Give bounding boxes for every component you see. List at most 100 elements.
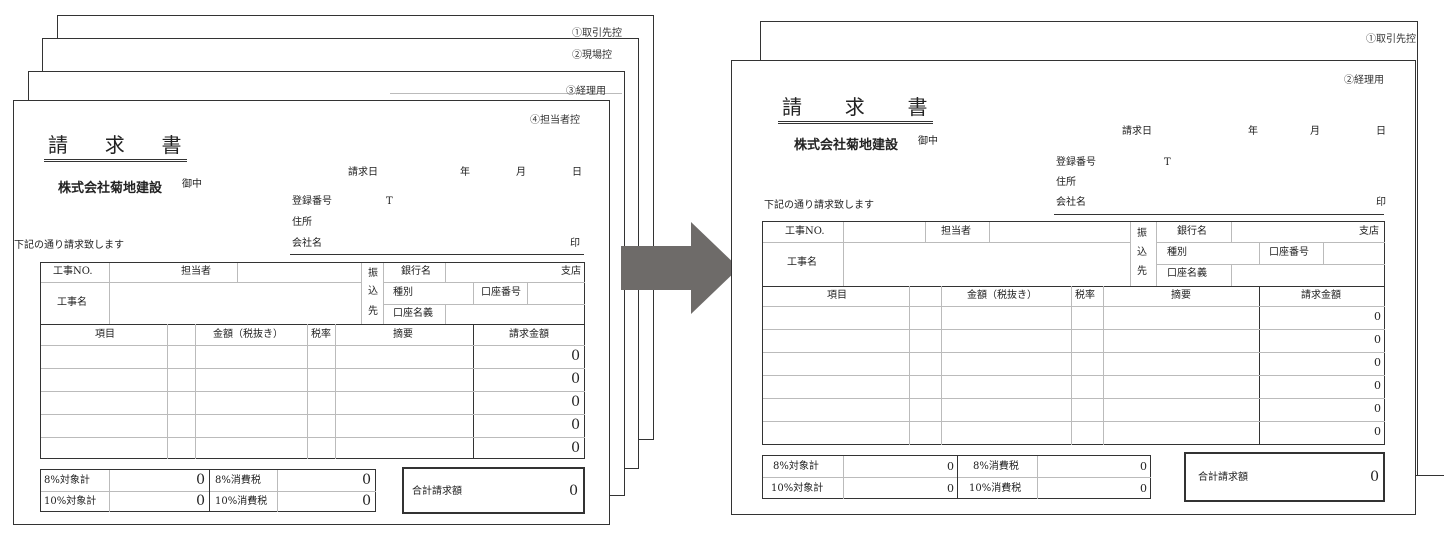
account-no-label-right: 口座番号: [1269, 247, 1309, 258]
col-invoice-amount-label: 請求金額: [509, 329, 549, 340]
addressee: 株式会社菊地建設: [58, 181, 163, 196]
total-label-right: 合計請求額: [1198, 472, 1248, 483]
row-value-right-6: 0: [1374, 425, 1381, 438]
registration-prefix: T: [386, 196, 393, 207]
row-value-right-1: 0: [1374, 310, 1381, 323]
subtotal-10-label: 10%対象計: [44, 496, 97, 507]
tax-10-label-right: 10%消費税: [969, 483, 1022, 494]
account-holder-label: 口座名義: [393, 308, 433, 319]
total-value-right: 0: [1370, 469, 1379, 485]
construction-name-label-right: 工事名: [787, 257, 817, 268]
row-value-right-5: 0: [1374, 402, 1381, 415]
seal-label-right: 印: [1376, 197, 1386, 208]
invoice-table: 工事NO. 担当者 工事名 振 込 先 銀行名 支店 種別 口座番号 口座名義 …: [40, 262, 585, 459]
branch-label-right: 支店: [1359, 226, 1379, 237]
subtotal-10-value: 0: [196, 493, 205, 509]
row-value-right-2: 0: [1374, 333, 1381, 346]
transfer-char-1: 振: [368, 268, 378, 279]
col-item-label-right: 項目: [827, 290, 847, 301]
invoice-title-right: 請 求 書: [778, 91, 934, 124]
subtotal-8-label-right: 8%対象計: [773, 461, 819, 472]
tax-10-value: 0: [362, 493, 371, 509]
seal-label: 印: [570, 238, 580, 249]
addressee-right: 株式会社菊地建設: [794, 138, 899, 153]
row-value-right-4: 0: [1374, 379, 1381, 392]
col-tax-rate-label-right: 税率: [1075, 290, 1095, 301]
right-copy-label-1: ①取引先控: [1366, 34, 1416, 45]
col-amount-label-right: 金額（税抜き）: [967, 290, 1037, 301]
tax-8-label: 8%消費税: [215, 475, 261, 486]
row-value-4: 0: [571, 417, 580, 433]
arrow-right-icon: [621, 222, 739, 314]
address-label-right: 住所: [1056, 177, 1076, 188]
subtotal-8-label: 8%対象計: [44, 475, 90, 486]
col-summary-label-right: 摘要: [1171, 290, 1191, 301]
subtotal-10-label-right: 10%対象計: [771, 483, 824, 494]
row-value-1: 0: [571, 348, 580, 364]
subtotal-8-value: 0: [196, 472, 205, 488]
invoice-date-label: 請求日: [348, 167, 378, 178]
total-value: 0: [569, 483, 578, 499]
row-value-2: 0: [571, 371, 580, 387]
person-in-charge-label: 担当者: [181, 266, 211, 277]
request-text: 下記の通り請求致します: [14, 240, 124, 251]
copy-label-1: ①取引先控: [572, 28, 622, 39]
tax-8-value: 0: [362, 472, 371, 488]
row-value-right-3: 0: [1374, 356, 1381, 369]
invoice-table-right: 工事NO. 担当者 工事名 振 込 先 銀行名 支店 種別 口座番号 口座名義 …: [762, 221, 1385, 445]
request-text-right: 下記の通り請求致します: [764, 200, 874, 211]
month-label: 月: [516, 167, 526, 178]
row-value-3: 0: [571, 394, 580, 410]
construction-no-label-right: 工事NO.: [785, 226, 825, 237]
subtotal-10-value-right: 0: [947, 482, 954, 495]
bank-name-label-right: 銀行名: [1177, 226, 1207, 237]
construction-name-label: 工事名: [57, 297, 87, 308]
right-copy-label-2: ②経理用: [1344, 75, 1384, 86]
construction-no-label: 工事NO.: [53, 266, 93, 277]
invoice-title: 請 求 書: [44, 129, 188, 162]
account-holder-label-right: 口座名義: [1167, 268, 1207, 279]
registration-prefix-right: T: [1164, 157, 1171, 168]
day-label: 日: [572, 167, 582, 178]
row-value-5: 0: [571, 440, 580, 456]
invoice-sheet-front: ④担当者控 請 求 書 株式会社菊地建設 御中 請求日 年 月 日 登録番号 T…: [13, 100, 610, 525]
col-summary-label: 摘要: [393, 329, 413, 340]
company-name-label-right: 会社名: [1056, 197, 1086, 208]
registration-no-label-right: 登録番号: [1056, 157, 1096, 168]
transfer-char-3-right: 先: [1137, 266, 1147, 277]
day-label-right: 日: [1376, 126, 1386, 137]
bank-name-label: 銀行名: [401, 266, 431, 277]
transfer-char-2-right: 込: [1137, 247, 1147, 258]
invoice-date-label-right: 請求日: [1122, 126, 1152, 137]
account-type-label-right: 種別: [1167, 247, 1187, 258]
subtotal-table-right: 8%対象計 10%対象計 0 0 8%消費税 10%消費税 0 0: [762, 455, 1151, 499]
tax-10-label: 10%消費税: [215, 496, 268, 507]
transfer-char-3: 先: [368, 306, 378, 317]
branch-label: 支店: [561, 266, 581, 277]
total-label: 合計請求額: [412, 486, 462, 497]
address-label: 住所: [292, 217, 312, 228]
copy-label-2: ②現場控: [572, 50, 612, 61]
person-in-charge-label-right: 担当者: [941, 226, 971, 237]
account-no-label: 口座番号: [481, 287, 521, 298]
company-name-label: 会社名: [292, 238, 322, 249]
total-box-right: 合計請求額 0: [1184, 452, 1385, 502]
tax-8-value-right: 0: [1140, 460, 1147, 473]
copy-label-4: ④担当者控: [530, 115, 580, 126]
tax-8-label-right: 8%消費税: [973, 461, 1019, 472]
honorific-right: 御中: [918, 136, 938, 147]
invoice-sheet-right: ②経理用 請 求 書 株式会社菊地建設 御中 請求日 年 月 日 登録番号 T …: [731, 60, 1416, 515]
total-box: 合計請求額 0: [402, 467, 585, 514]
year-label-right: 年: [1248, 126, 1258, 137]
month-label-right: 月: [1310, 126, 1320, 137]
registration-no-label: 登録番号: [292, 196, 332, 207]
subtotal-8-value-right: 0: [947, 460, 954, 473]
col-amount-label: 金額（税抜き）: [213, 329, 283, 340]
honorific: 御中: [182, 179, 202, 190]
subtotal-table: 8%対象計 10%対象計 0 0 8%消費税 10%消費税 0 0: [40, 469, 376, 512]
account-type-label: 種別: [393, 287, 413, 298]
copy-label-3: ③経理用: [566, 86, 606, 97]
col-tax-rate-label: 税率: [311, 329, 331, 340]
arrow-shape: [621, 222, 739, 314]
col-invoice-amount-label-right: 請求金額: [1301, 290, 1341, 301]
